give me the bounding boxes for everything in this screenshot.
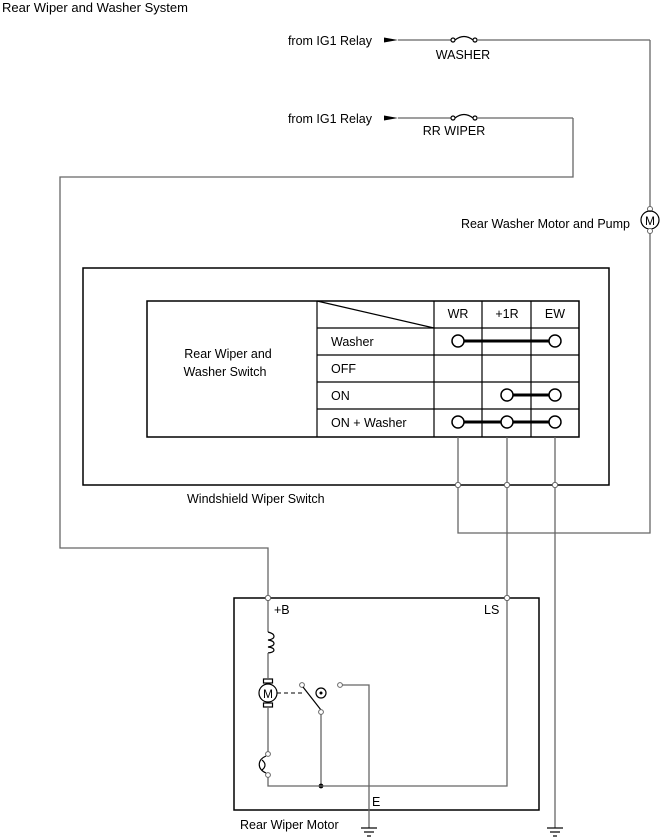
terminal-ls-label: LS: [484, 603, 499, 617]
washer-fuse-label: WASHER: [436, 48, 490, 62]
switch-table: Rear Wiper and Washer Switch WR +1R EW W…: [146, 300, 580, 438]
rear-washer-motor-icon: M: [640, 206, 660, 234]
rr-wiper-feed: from IG1 Relay RR WIPER: [288, 112, 573, 138]
washer-feed-arrow: [384, 37, 398, 43]
contact-terminal: [500, 415, 514, 429]
column-header-wr: WR: [448, 307, 469, 321]
windshield-wiper-switch-box: [82, 267, 610, 486]
coil-icon: [267, 631, 275, 654]
diagram-title: Rear Wiper and Washer System: [2, 0, 188, 15]
terminal-ls: [503, 594, 511, 602]
windshield-wiper-switch-label: Windshield Wiper Switch: [187, 492, 325, 506]
switch-name-line-1: Rear Wiper and: [184, 347, 272, 361]
rear-wiper-motor-box: [233, 597, 540, 811]
contact-terminal: [451, 415, 465, 429]
svg-text:M: M: [263, 687, 273, 701]
svg-text:M: M: [645, 214, 655, 228]
terminal-plus-b-label: +B: [274, 603, 290, 617]
ground-icon: [547, 827, 563, 837]
junction-wr: [454, 481, 462, 489]
column-header-ew: EW: [545, 307, 565, 321]
wiper-motor-icon: M: [258, 678, 278, 708]
wire-washer-motor-to-wr: [457, 233, 651, 534]
switch-name-line-2: Washer Switch: [184, 365, 267, 379]
junction-ew: [551, 481, 559, 489]
wire-rr-wiper-to-plus-b: [59, 118, 574, 598]
washer-feed: from IG1 Relay WASHER: [288, 34, 650, 62]
ground-e-icon: [361, 827, 377, 837]
contact-terminal: [548, 334, 562, 348]
thermal-breaker-icon: [258, 751, 271, 778]
cam-switch-icon: [299, 682, 343, 715]
washer-feed-source-label: from IG1 Relay: [288, 34, 373, 48]
switch-contacts: [451, 334, 562, 429]
contact-terminal: [500, 388, 514, 402]
header-diagonal: [316, 300, 435, 329]
rr-wiper-feed-source-label: from IG1 Relay: [288, 112, 373, 126]
rr-wiper-fuse-icon: [450, 113, 478, 121]
contact-terminal: [548, 415, 562, 429]
washer-fuse-icon: [450, 35, 478, 43]
terminal-e-label: E: [372, 795, 380, 809]
rear-washer-motor-label: Rear Washer Motor and Pump: [461, 217, 630, 231]
contact-terminal: [451, 334, 465, 348]
rr-wiper-fuse-label: RR WIPER: [423, 124, 486, 138]
row-label-on-washer: ON + Washer: [331, 416, 407, 430]
terminal-plus-b: [264, 594, 272, 602]
rr-wiper-feed-arrow: [384, 115, 398, 121]
row-label-off: OFF: [331, 362, 356, 376]
rear-wiper-motor-label: Rear Wiper Motor: [240, 818, 339, 832]
row-label-on: ON: [331, 389, 350, 403]
column-header-plus-1r: +1R: [495, 307, 518, 321]
contact-terminal: [548, 388, 562, 402]
row-label-washer: Washer: [331, 335, 374, 349]
junction-plus-1r: [503, 481, 511, 489]
